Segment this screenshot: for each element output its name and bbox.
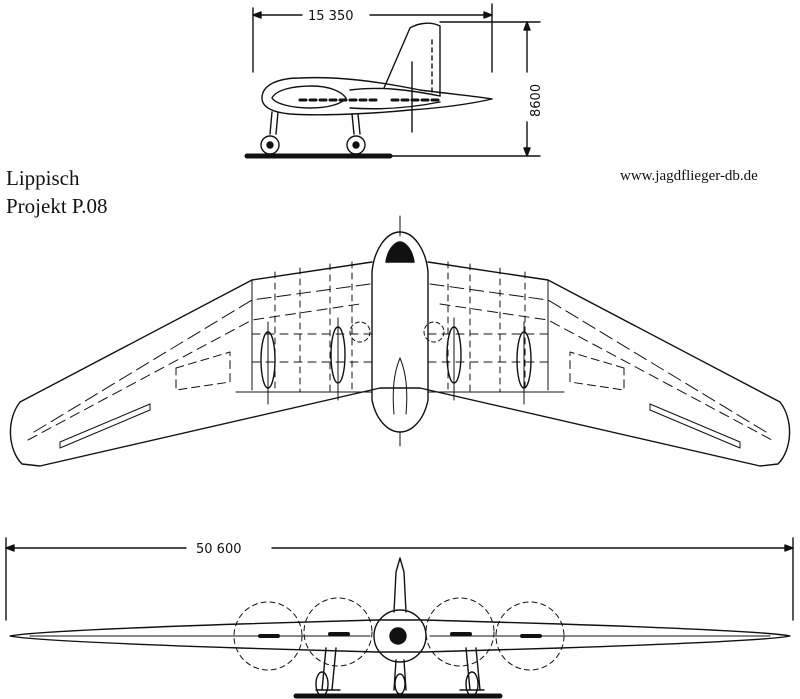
side-view: 15 350 8600 bbox=[244, 3, 544, 159]
length-dimension bbox=[252, 3, 493, 73]
plan-right-aileron bbox=[649, 403, 741, 449]
front-wing bbox=[9, 619, 791, 653]
front-view: 50 600 bbox=[5, 537, 794, 699]
plan-left-aileron bbox=[59, 403, 151, 449]
side-vertical-fin bbox=[383, 22, 441, 97]
side-cockpit bbox=[271, 85, 347, 109]
plan-wing-outline bbox=[9, 261, 791, 467]
title-project-name: Projekt P.08 bbox=[6, 194, 108, 218]
span-dimension bbox=[5, 537, 794, 621]
height-dimension-label: 8600 bbox=[529, 84, 544, 117]
span-dimension-label: 50 600 bbox=[196, 542, 242, 557]
side-main-gear bbox=[351, 113, 361, 135]
plan-canopy bbox=[385, 241, 415, 263]
height-dimension bbox=[389, 21, 541, 157]
plan-engines bbox=[260, 317, 532, 405]
front-fin bbox=[393, 557, 407, 613]
website-credit: www.jagdflieger-db.de bbox=[620, 168, 758, 184]
side-nose-gear bbox=[269, 111, 279, 135]
length-dimension-label: 15 350 bbox=[308, 9, 354, 24]
title-aircraft-maker: Lippisch bbox=[6, 166, 80, 190]
front-landing-gear bbox=[315, 647, 485, 697]
side-fuselage bbox=[261, 76, 493, 116]
front-engine-marks bbox=[258, 632, 542, 638]
plan-view bbox=[9, 215, 791, 467]
front-propeller-discs bbox=[233, 597, 565, 671]
